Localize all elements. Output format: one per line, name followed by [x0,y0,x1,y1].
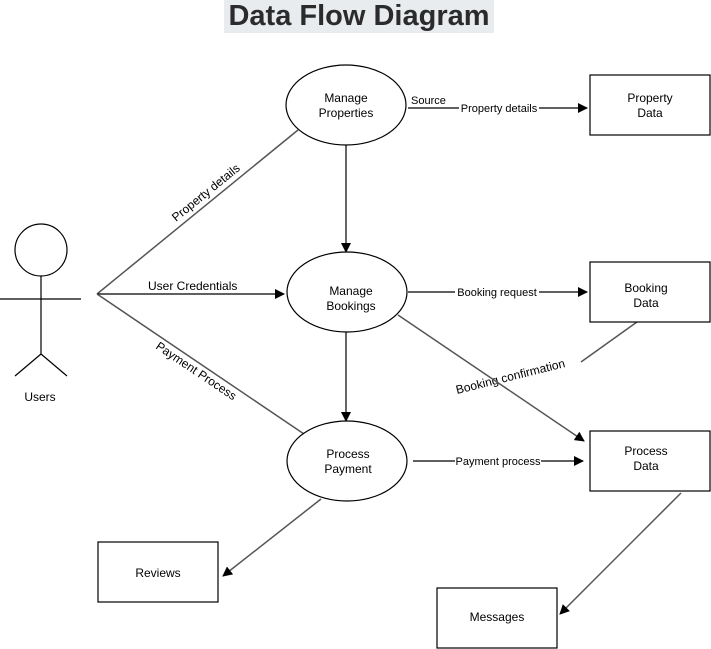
store-label: Reviews [135,566,180,580]
flow-label-user-credentials: User Credentials [148,279,237,293]
process-label-line1: Manage [324,91,368,105]
actor-right-leg [40,353,68,377]
flow-label-property-details-user: Property details [169,161,243,224]
store-process-data: Process Data [589,430,711,492]
flow-label-payment-process-store: Payment process [456,456,541,468]
store-shape [589,74,711,136]
store-label-line2: Data [637,106,663,120]
store-label-line1: Process [624,444,667,458]
diagram-title: Data Flow Diagram [228,0,490,32]
store-messages: Messages [436,587,558,649]
flow-label-booking-request: Booking request [457,287,537,299]
process-label-line1: Manage [329,284,373,298]
actor-left-leg [14,353,42,377]
store-booking-data: Booking Data [589,261,711,323]
process-label-line2: Bookings [326,299,375,313]
actor-label: Users [24,390,55,404]
store-shape [436,587,558,649]
edge-payment-to-reviews [222,498,322,577]
store-reviews: Reviews [97,541,219,603]
process-process-payment: Process Payment [286,420,408,502]
store-label-line1: Booking [624,281,667,295]
edge-booking-data-confirmation [580,321,638,363]
process-manage-bookings: Manage Bookings [286,251,408,333]
flow-label-bg-payment-process [455,454,541,468]
store-shape [589,430,711,492]
edge-user-to-manage-properties [96,129,299,295]
store-label-line2: Data [633,459,659,473]
title-highlight: Data Flow Diagram [224,0,494,33]
flow-label-payment-process-user: Payment Process [153,339,239,403]
store-label-line1: Property [627,91,672,105]
flow-label-bg-booking-request [455,285,539,299]
process-label-line2: Properties [319,106,374,120]
process-shape [286,251,408,333]
store-shape [97,541,219,603]
store-label: Messages [470,610,525,624]
process-shape [286,420,408,502]
store-label-line2: Data [633,296,659,310]
process-label-line2: Payment [324,462,372,476]
store-property-data: Property Data [589,74,711,136]
flow-label-property-details-store: Property details [461,103,538,115]
process-shape [285,64,407,146]
edge-process-data-to-messages [559,492,682,615]
edge-bookings-to-process-data [397,314,585,442]
actor-head [14,223,68,277]
users-actor: Users [0,223,81,404]
process-label-line1: Process [326,447,369,461]
edge-user-to-process-payment [96,293,305,435]
flow-label-source: Source [411,95,446,107]
flow-label-bg-property-details [459,101,539,115]
process-manage-properties: Manage Properties [285,64,407,146]
store-shape [589,261,711,323]
